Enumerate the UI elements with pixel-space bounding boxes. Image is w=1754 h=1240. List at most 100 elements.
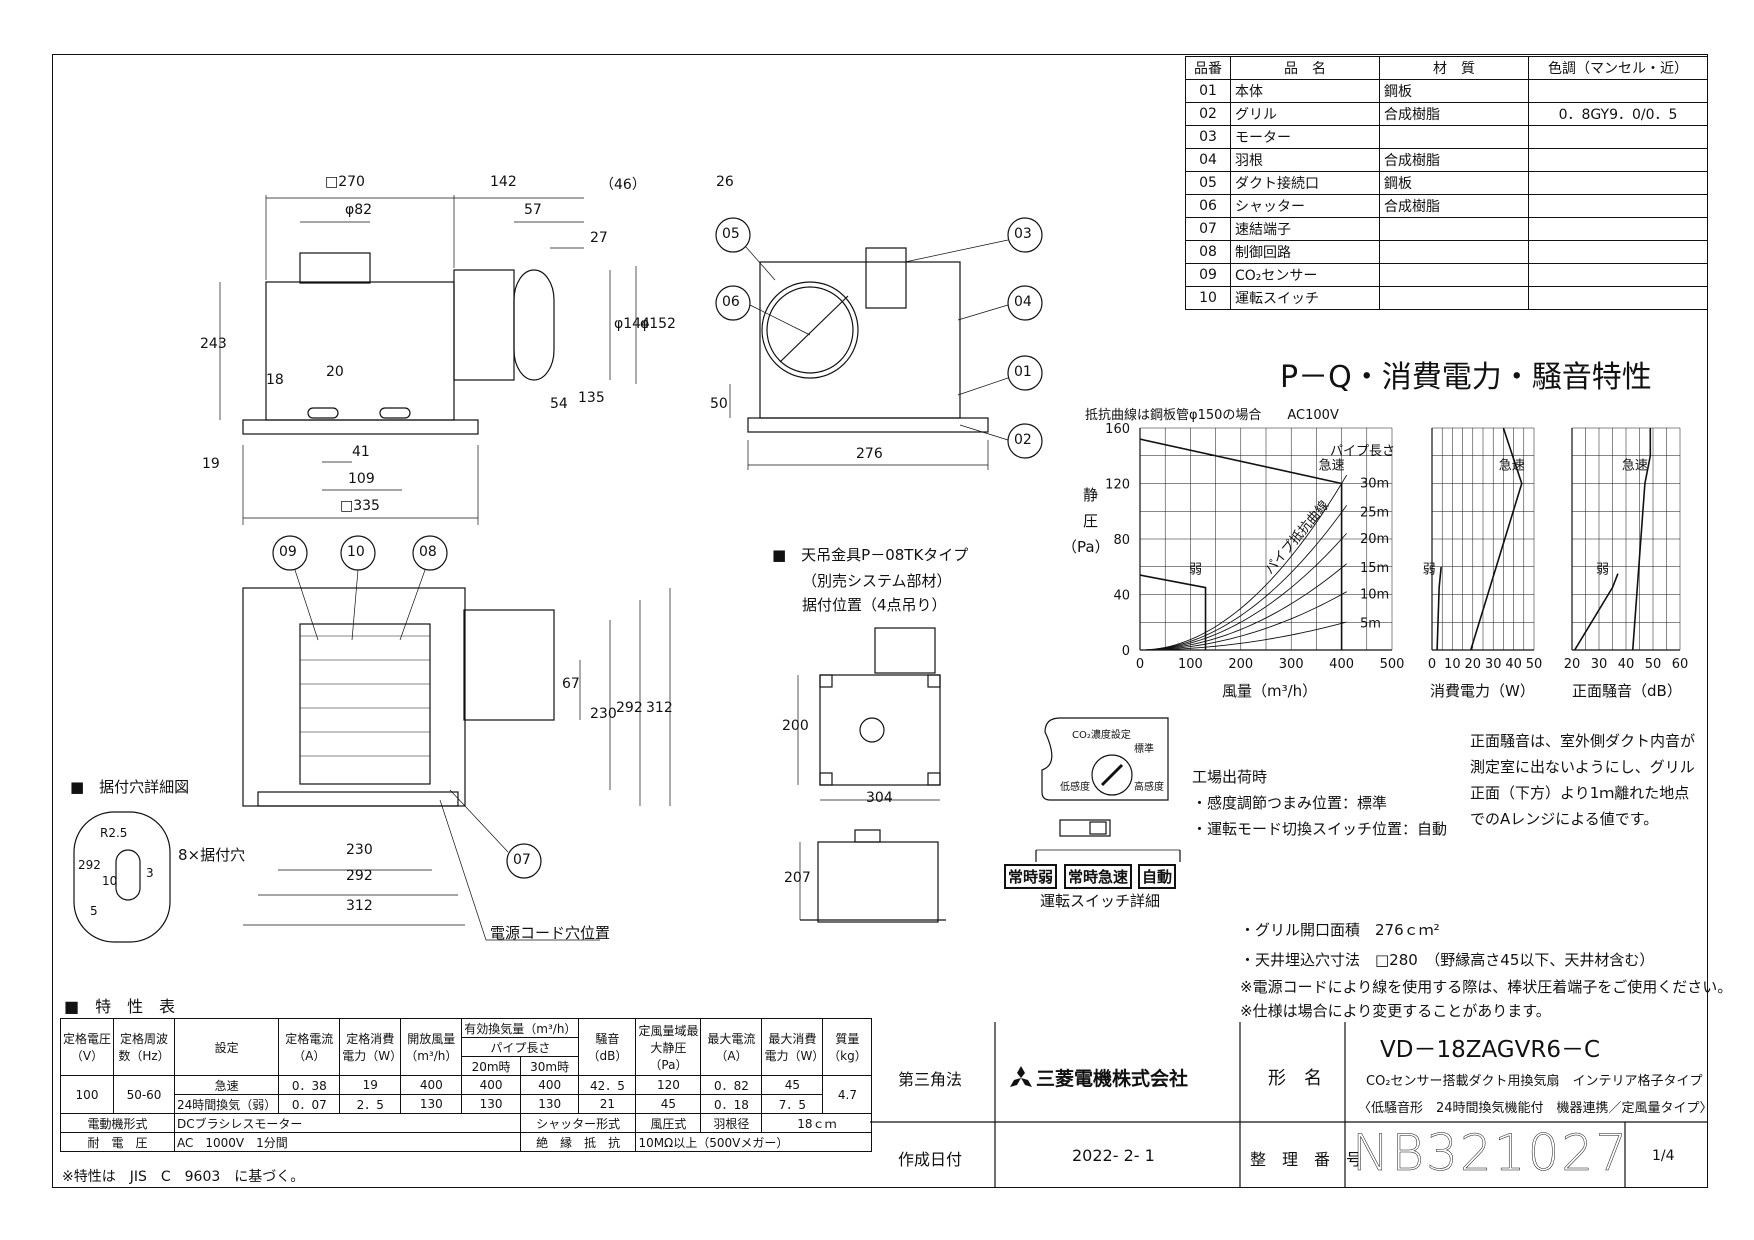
dim-bottom-292h: 292 bbox=[346, 868, 373, 884]
noise-series-label: 急速 bbox=[1622, 459, 1648, 474]
power-series-label: 弱 bbox=[1423, 563, 1436, 578]
part-no: 08 bbox=[1185, 240, 1231, 264]
y-label-2: 圧 bbox=[1083, 512, 1099, 530]
pq-pipe-length-label: 30m bbox=[1360, 477, 1389, 492]
part-material bbox=[1379, 240, 1529, 264]
top-view bbox=[219, 195, 637, 525]
callout-06 bbox=[715, 285, 751, 321]
pq-resistance-curve bbox=[1139, 533, 1347, 651]
cord-hole-label: 電源コード穴位置 bbox=[490, 924, 611, 942]
noise-series-line bbox=[1631, 428, 1652, 651]
pq-pipe-length-label: 15m bbox=[1360, 561, 1389, 576]
callout-label-03: 03 bbox=[1014, 226, 1032, 242]
part-name: 速結端子 bbox=[1230, 217, 1380, 241]
hole-count-label: 8×据付穴 bbox=[178, 846, 246, 864]
dim-hanger-207: 207 bbox=[784, 870, 811, 886]
dim-bottom-312h: 312 bbox=[346, 898, 373, 914]
dim-top-135: 135 bbox=[578, 390, 605, 406]
top-view-slot bbox=[307, 407, 339, 419]
part-color bbox=[1528, 286, 1708, 310]
spec-h-max-power: 最大消費電力（W） bbox=[761, 1018, 824, 1076]
factory-title: 工場出荷時 bbox=[1192, 768, 1268, 786]
hanger-sub1: （別売システム部材） bbox=[802, 572, 952, 590]
pq-x-tick: 200 bbox=[1228, 657, 1253, 672]
pq-resistance-curve bbox=[1139, 563, 1347, 651]
spec-h-freq: 定格周波数（Hz） bbox=[113, 1018, 175, 1076]
dim-top-335: □335 bbox=[340, 498, 380, 514]
hole-detail-slot bbox=[115, 849, 141, 901]
power-series-line bbox=[1436, 566, 1442, 651]
mitsubishi-logo-icon bbox=[1010, 1066, 1032, 1088]
model-label: 形 名 bbox=[1268, 1068, 1322, 1089]
noise-x-tick: 60 bbox=[1672, 657, 1689, 672]
hanger-view bbox=[797, 627, 946, 923]
spec-withstand-label: 耐 電 圧 bbox=[60, 1132, 175, 1152]
callout-label-09: 09 bbox=[279, 544, 297, 560]
part-no: 02 bbox=[1185, 102, 1231, 126]
dim-top-46: （46） bbox=[600, 177, 646, 193]
power-x-tick: 40 bbox=[1505, 657, 1522, 672]
callout-03 bbox=[1007, 217, 1043, 253]
pq-resistance-curve bbox=[1139, 621, 1347, 651]
pipe-length-label: パイプ長さ bbox=[1330, 444, 1396, 459]
spec-cell: 19 bbox=[339, 1075, 402, 1095]
part-color bbox=[1528, 148, 1708, 172]
spec-header-row: 定格電圧（V） 定格周波数（Hz） 設定 定格電流（A） 定格消費電力（W） 開… bbox=[60, 1018, 873, 1076]
spec-table: 定格電圧（V） 定格周波数（Hz） 設定 定格電流（A） 定格消費電力（W） 開… bbox=[60, 1018, 873, 1152]
drawing-number: NB321027 bbox=[1352, 1124, 1630, 1183]
side-view-duct-circle bbox=[761, 281, 859, 379]
hole-detail bbox=[73, 811, 171, 943]
note-line: ※電源コードにより線を使用する際は、棒状圧着端子をご使用ください。 bbox=[1240, 978, 1733, 996]
spec-cell: 21 bbox=[578, 1094, 637, 1114]
projection-label: 第三角法 bbox=[898, 1070, 963, 1089]
spec-h-max-current: 最大電流（A） bbox=[700, 1018, 763, 1076]
part-material bbox=[1379, 286, 1529, 310]
dim-top-82: φ82 bbox=[345, 202, 373, 218]
dim-top-27: 27 bbox=[590, 230, 608, 246]
dial-panel bbox=[1041, 717, 1169, 801]
model-desc-2: 〈低騒音形 24時間換気機能付 機器連携／定風量タイプ〉 bbox=[1358, 1101, 1713, 1116]
y-label-3: （Pa） bbox=[1062, 538, 1110, 556]
spec-cell: 120 bbox=[635, 1075, 702, 1095]
drawing-frame bbox=[52, 54, 1708, 1188]
callouts bbox=[272, 217, 1043, 941]
pq-resistance-curve bbox=[1139, 505, 1348, 651]
dim-top-152: φ152 bbox=[640, 316, 676, 332]
spec-cell: 42．5 bbox=[578, 1075, 637, 1095]
noise-note-line: でのAレンジによる値です。 bbox=[1470, 810, 1659, 828]
part-no: 10 bbox=[1185, 286, 1231, 310]
dim-hanger-200: 200 bbox=[782, 718, 809, 734]
pq-y-tick: 160 bbox=[1105, 422, 1130, 437]
noise-note-line: 正面騒音は、室外側ダクト内音が bbox=[1470, 732, 1696, 750]
dim-top-109: 109 bbox=[348, 471, 375, 487]
hole-detail-title: ■ 据付穴詳細図 bbox=[70, 778, 190, 796]
dim-hanger-304: 304 bbox=[866, 790, 893, 806]
hole-detail-10: 10 bbox=[102, 874, 118, 888]
dim-bottom-312v: 312 bbox=[646, 700, 673, 716]
pq-x-tick: 300 bbox=[1279, 657, 1304, 672]
spec-h-static: 定風量域最大静圧（Pa） bbox=[635, 1018, 702, 1076]
pq-x-label: 風量（m³/h） bbox=[1222, 682, 1318, 700]
hole-detail-3: 3 bbox=[146, 866, 154, 880]
pq-series-line bbox=[1139, 574, 1207, 650]
noise-note-line: 正面（下方）より1ｍ離れた地点 bbox=[1470, 784, 1690, 802]
bottom-view bbox=[242, 587, 671, 926]
hole-detail-292: 292 bbox=[78, 858, 101, 872]
spec-insulation-label: 絶 縁 抵 抗 bbox=[519, 1132, 637, 1152]
callout-08 bbox=[412, 535, 448, 571]
dial-high: 高感度 bbox=[1134, 782, 1164, 793]
parts-header-name: 品 名 bbox=[1230, 56, 1380, 80]
bottom-view-duct bbox=[463, 609, 555, 721]
top-view-duct-small bbox=[299, 252, 371, 284]
dim-top-41: 41 bbox=[352, 444, 370, 460]
factory-line-1: ・感度調節つまみ位置：標準 bbox=[1192, 794, 1388, 812]
pq-pipe-length-label: 10m bbox=[1360, 588, 1389, 603]
dim-side-276: 276 bbox=[856, 446, 883, 462]
chart-title: P－Q・消費電力・騒音特性 bbox=[1280, 360, 1652, 395]
note-line: ・天井埋込穴寸法 □280 （野縁高さ45以下、天井材含む） bbox=[1240, 951, 1655, 969]
